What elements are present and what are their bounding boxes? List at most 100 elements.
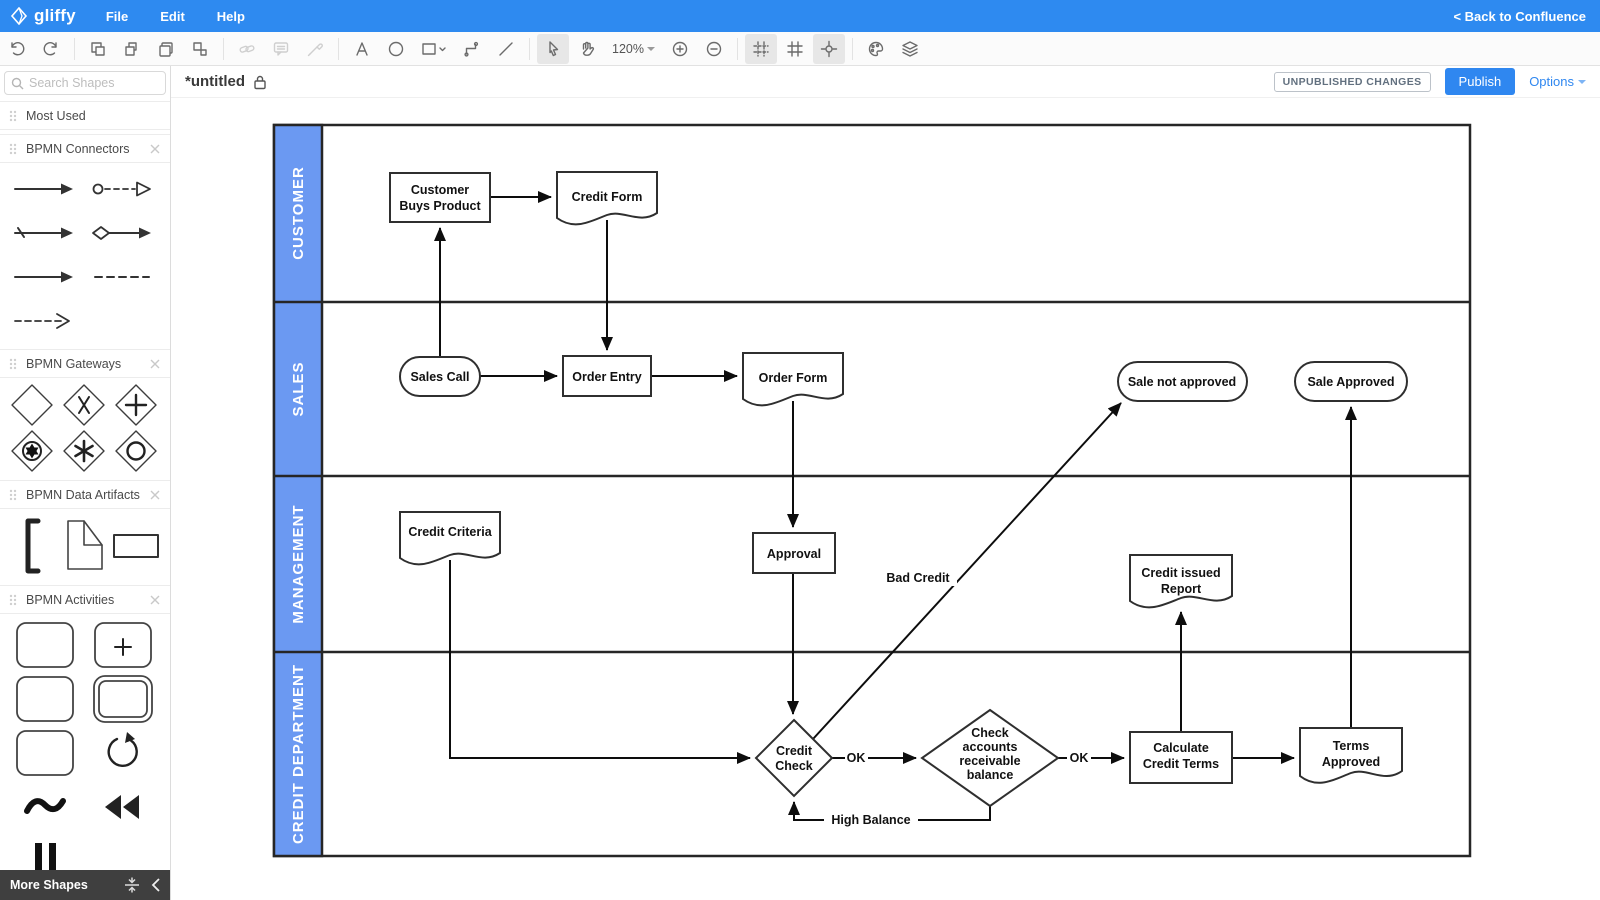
options-dropdown[interactable]: Options [1529,74,1586,89]
section-bpmn-connectors[interactable]: BPMN Connectors [0,134,170,163]
shape-task-plain2[interactable] [6,726,84,780]
shape-adhoc-marker[interactable] [6,780,84,834]
node-credit-form[interactable]: Credit Form [556,171,658,226]
shape-subprocess[interactable] [84,618,162,672]
snap-to-grid-button[interactable] [744,33,777,64]
shape-complex-gateway[interactable] [6,428,58,474]
connector-tool-button[interactable] [456,34,488,64]
zoom-out-button[interactable] [698,34,730,64]
search-shapes-input[interactable] [29,76,149,90]
close-icon[interactable] [150,595,160,605]
node-check-accounts-receivable-balance[interactable]: Check accounts receivable balance [920,708,1060,808]
send-to-back-button[interactable] [116,34,148,64]
shape-task-plain[interactable] [6,672,84,726]
node-order-form[interactable]: Order Form [742,352,844,407]
edge-label-bad-credit[interactable]: Bad Credit [886,571,950,585]
shape-transaction[interactable] [84,672,162,726]
shape-association[interactable] [84,255,162,299]
close-icon[interactable] [150,144,160,154]
section-bpmn-gateways[interactable]: BPMN Gateways [0,349,170,378]
chevron-left-icon[interactable] [151,877,161,893]
lane-label-sales[interactable]: SALES [290,361,307,416]
edge-label-ok[interactable]: OK [1070,751,1089,765]
link-button[interactable] [231,34,263,64]
pointer-tool-button[interactable] [537,33,569,64]
grid-button[interactable] [779,34,811,64]
node-credit-check[interactable]: Credit Check [754,718,834,798]
node-approval[interactable]: Approval [752,532,836,574]
shape-parallel-marker[interactable] [6,834,84,900]
shape-annotation-rect[interactable] [110,513,162,579]
shape-inclusive-event-gateway[interactable] [58,428,110,474]
eyedropper-button[interactable] [299,34,331,64]
shape-library-sidebar: Most Used BPMN Connectors BPMN G [0,66,171,900]
more-shapes-bar[interactable]: More Shapes [0,870,170,900]
shape-group-bracket[interactable] [6,513,58,579]
section-bpmn-activities[interactable]: BPMN Activities [0,585,170,614]
shape-sequence-flow[interactable] [6,167,84,211]
text-tool-button[interactable] [346,34,378,64]
node-sale-not-approved[interactable]: Sale not approved [1117,361,1248,402]
shape-message-flow[interactable] [84,167,162,211]
line-tool-button[interactable] [490,34,522,64]
node-terms-approved[interactable]: Terms Approved [1299,727,1403,784]
pan-tool-button[interactable] [571,34,603,64]
shape-compensation-marker[interactable] [84,780,162,834]
zoom-in-button[interactable] [664,34,696,64]
node-credit-issued-report[interactable]: Credit issued Report [1129,554,1233,609]
guides-button[interactable] [812,33,845,64]
lane-header-band[interactable] [272,123,324,858]
ungroup-button[interactable] [184,34,216,64]
node-calculate-credit-terms[interactable]: Calculate Credit Terms [1129,731,1233,784]
edge-label-ok[interactable]: OK [847,751,866,765]
menu-help[interactable]: Help [216,8,245,24]
edge-label-high-balance[interactable]: High Balance [831,813,910,827]
gliffy-logo[interactable]: gliffy [0,6,90,26]
shape-directed-flow[interactable] [6,255,84,299]
shape-conditional-flow[interactable] [84,211,162,255]
section-most-used[interactable]: Most Used [0,101,170,130]
swimlane-pool[interactable]: CUSTOMER SALES MANAGEMENT CREDIT DEPARTM… [272,123,1472,858]
svg-text:receivable: receivable [959,754,1020,768]
menu-file[interactable]: File [105,8,129,24]
node-sales-call[interactable]: Sales Call [399,356,481,397]
node-customer-buys-product[interactable]: Customer Buys Product [389,172,491,223]
diagram-edges[interactable]: OK OK Bad Credit High Balance [434,191,1357,827]
shape-tool-button[interactable] [414,34,454,64]
publish-button[interactable]: Publish [1444,68,1516,95]
lane-label-management[interactable]: MANAGEMENT [290,504,307,623]
shape-data-object[interactable] [58,513,110,579]
comment-button[interactable] [265,34,297,64]
close-icon[interactable] [150,490,160,500]
collapse-panel-icon[interactable] [123,877,141,893]
search-shapes-box[interactable] [4,71,166,95]
document-title[interactable]: *untitled [185,73,245,90]
menu-edit[interactable]: Edit [160,8,185,24]
node-sale-approved[interactable]: Sale Approved [1294,361,1408,402]
ellipse-tool-button[interactable] [380,34,412,64]
zoom-level-dropdown[interactable]: 120% [604,42,663,56]
svg-text:accounts: accounts [963,740,1018,754]
layers-button[interactable] [894,34,926,64]
duplicate-button[interactable] [150,34,182,64]
bring-to-front-button[interactable] [82,34,114,64]
lane-label-customer[interactable]: CUSTOMER [290,166,307,260]
lane-label-credit-department[interactable]: CREDIT DEPARTMENT [290,664,307,844]
shape-loop-marker[interactable] [84,726,162,780]
undo-button[interactable] [1,34,33,64]
section-bpmn-data-artifacts[interactable]: BPMN Data Artifacts [0,480,170,509]
shape-task[interactable] [6,618,84,672]
shape-parallel-gateway[interactable] [110,382,162,428]
shape-gateway[interactable] [6,382,58,428]
shape-inclusive-gateway[interactable] [110,428,162,474]
shape-dashed-open-arrow[interactable] [6,299,84,343]
node-credit-criteria[interactable]: Credit Criteria [399,511,501,566]
close-icon[interactable] [150,359,160,369]
redo-button[interactable] [35,34,67,64]
shape-exclusive-gateway[interactable] [58,382,110,428]
shape-default-flow[interactable] [6,211,84,255]
back-to-confluence-link[interactable]: < Back to Confluence [1453,8,1586,24]
diagram-canvas[interactable]: CUSTOMER SALES MANAGEMENT CREDIT DEPARTM… [171,98,1600,900]
theme-button[interactable] [860,34,892,64]
node-order-entry[interactable]: Order Entry [562,355,652,397]
